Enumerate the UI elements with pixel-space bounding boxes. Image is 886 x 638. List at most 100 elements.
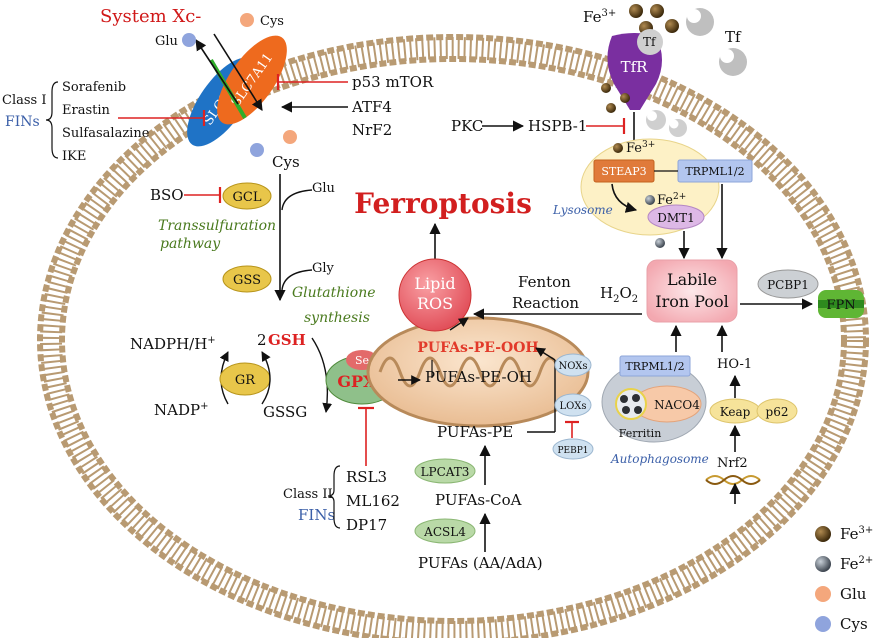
ferritin-label: Ferritin — [619, 427, 662, 440]
cys-import-arrow — [213, 33, 263, 111]
lpcat3-node — [414, 458, 476, 484]
fe3-endo-2 — [620, 93, 630, 103]
glutathione-label-1: Glutathione — [292, 285, 376, 301]
trpml-auto-box — [619, 355, 691, 377]
fe3-ball-1 — [629, 4, 643, 18]
glu-ball-in — [250, 143, 264, 157]
gr-label: GR — [235, 373, 256, 388]
dmt1-node — [647, 204, 705, 230]
lip-label-1: Labile — [667, 270, 717, 289]
pufas-aa-ada-label: PUFAs (AA/AdA) — [418, 554, 543, 572]
ho1-label: HO-1 — [717, 357, 752, 372]
dna-helix-icon — [705, 475, 761, 485]
p53-mtor-label: p53 mTOR — [352, 73, 434, 91]
legend-label-fe2: Fe2+ — [840, 555, 873, 573]
bso-label: BSO — [150, 186, 184, 204]
class2-item-3: DP17 — [346, 516, 387, 534]
legend-label-glu: Glu — [840, 585, 867, 603]
noxs-label: NOXs — [558, 361, 587, 372]
nrf2-node-label: Nrf2 — [717, 456, 748, 471]
class1-title: Class I — [2, 93, 46, 108]
gly-label: Gly — [312, 261, 335, 276]
cys-label: Cys — [260, 14, 284, 29]
tfr-receptor — [607, 29, 663, 110]
acsl4-node — [414, 518, 476, 544]
pcbp1-label: PCBP1 — [767, 278, 809, 292]
system-xc-title: System Xc- — [100, 6, 201, 27]
class2-item-1: RSL3 — [346, 468, 387, 486]
fe3-ball-2 — [650, 4, 664, 18]
peooh-to-ros-arrow — [449, 317, 469, 331]
ferroptosis-title: Ferroptosis — [354, 187, 532, 220]
pebp1-label: PEBP1 — [557, 446, 588, 456]
legend: Fe3+ Fe2+ Glu Cys — [815, 525, 873, 633]
class1-item-2: Erastin — [62, 103, 111, 118]
steap3-label: STEAP3 — [601, 165, 646, 178]
gsh-label: GSH — [268, 331, 306, 349]
tfr-label: TfR — [621, 58, 649, 76]
legend-swatch-glu — [815, 586, 831, 602]
legend-label-fe3: Fe3+ — [840, 525, 873, 543]
nrf2-label: NrF2 — [352, 121, 392, 139]
fe3-lyso-label: Fe3+ — [626, 140, 655, 156]
acsl4-label: ACSL4 — [423, 525, 466, 539]
loxs-label: LOXs — [560, 401, 587, 412]
pufas-coa-label: PUFAs-CoA — [435, 491, 522, 509]
fenton-label-2: Reaction — [512, 294, 579, 312]
fe3-ball-4 — [665, 19, 679, 33]
pcbp1-node — [757, 269, 819, 299]
naco4-label: NACO4 — [654, 398, 700, 412]
gssg-label: GSSG — [263, 403, 307, 421]
endosome-tf — [646, 110, 687, 137]
lip-label-2: Iron Pool — [655, 292, 729, 311]
class2-title: Class II — [283, 487, 333, 502]
gsh-to-gssg-arc — [311, 337, 333, 413]
tf-free-label: Tf — [725, 28, 742, 46]
tf-bound-label: Tf — [643, 35, 657, 49]
transferrin-free-1 — [686, 8, 714, 36]
dmt1-label: DMT1 — [657, 211, 695, 225]
legend-swatch-fe2 — [815, 556, 831, 572]
legend-swatch-cys — [815, 616, 831, 632]
nadph-label: NADPH/H+ — [130, 335, 216, 353]
class1-fins: FINs — [5, 114, 40, 130]
trpml-lyso-label: TRPML1/2 — [685, 165, 744, 178]
gsh-coeff: 2 — [257, 331, 267, 349]
glu-ball — [182, 33, 196, 47]
hspb1-label: HSPB-1 — [528, 117, 587, 135]
fe2-lyso-label: Fe2+ — [657, 192, 686, 208]
class1-brace — [45, 81, 59, 159]
glu-join-label: Glu — [312, 181, 335, 196]
gcl-label: GCL — [233, 190, 262, 205]
gcl-node — [222, 182, 272, 210]
pe-to-peooh-arrow — [535, 347, 556, 361]
pkc-label: PKC — [451, 117, 483, 135]
pufas-pe-label: PUFAs-PE — [437, 423, 513, 441]
p62-label: p62 — [766, 405, 789, 419]
glutathione-label-2: synthesis — [304, 310, 370, 326]
gss-label: GSS — [233, 273, 261, 288]
legend-label-cys: Cys — [840, 615, 868, 633]
transsulfuration-label-1: Transsulfuration — [158, 218, 276, 234]
glu-label: Glu — [155, 34, 178, 49]
h2o2-label: H2O2 — [600, 284, 638, 305]
lysosome-label: Lysosome — [552, 203, 613, 217]
pebp1-node — [552, 438, 594, 460]
transferrin-free-2 — [719, 48, 747, 76]
fe3-endo-1 — [601, 83, 611, 93]
pufas-pe-ooh-label: PUFAs-PE-OOH — [417, 340, 538, 356]
class1-item-1: Sorafenib — [62, 80, 126, 95]
class1-item-3: Sulfasalazine — [62, 126, 150, 141]
fe2-lyso-ball — [645, 195, 655, 205]
cell-membrane — [37, 34, 869, 638]
gsh-regeneration-arc — [261, 351, 271, 405]
class2-item-2: ML162 — [346, 492, 400, 510]
pufas-pe-oh-label: PUFAs-PE-OH — [425, 368, 532, 386]
noxs-node — [554, 353, 592, 377]
glu-export-arrow — [195, 39, 239, 105]
p62-node — [756, 398, 798, 424]
lpcat3-label: LPCAT3 — [421, 465, 470, 479]
class1-item-4: IKE — [62, 149, 86, 164]
